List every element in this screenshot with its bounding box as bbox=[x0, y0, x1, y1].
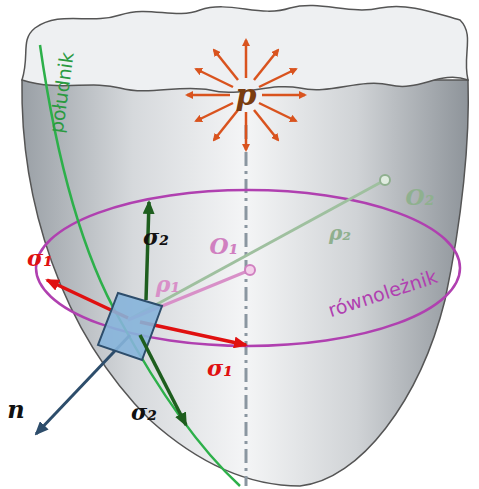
shell-element bbox=[98, 293, 162, 360]
pressure-symbol: p bbox=[236, 80, 257, 110]
point-label: O₁ bbox=[210, 235, 239, 257]
stress-label: σ₂ bbox=[143, 226, 169, 248]
parallel-circle bbox=[36, 190, 460, 346]
stress-label: σ₁ bbox=[207, 357, 233, 379]
normal-label: n bbox=[7, 398, 24, 422]
stress-label: σ₂ bbox=[131, 401, 157, 423]
point-label: O₂ bbox=[406, 186, 435, 208]
meridian-curve bbox=[40, 45, 240, 486]
radius-label: ρ₁ bbox=[156, 273, 180, 295]
radius-label: ρ₂ bbox=[329, 223, 351, 243]
stress-label: σ₁ bbox=[27, 247, 53, 269]
pressure-arrows bbox=[187, 40, 305, 150]
